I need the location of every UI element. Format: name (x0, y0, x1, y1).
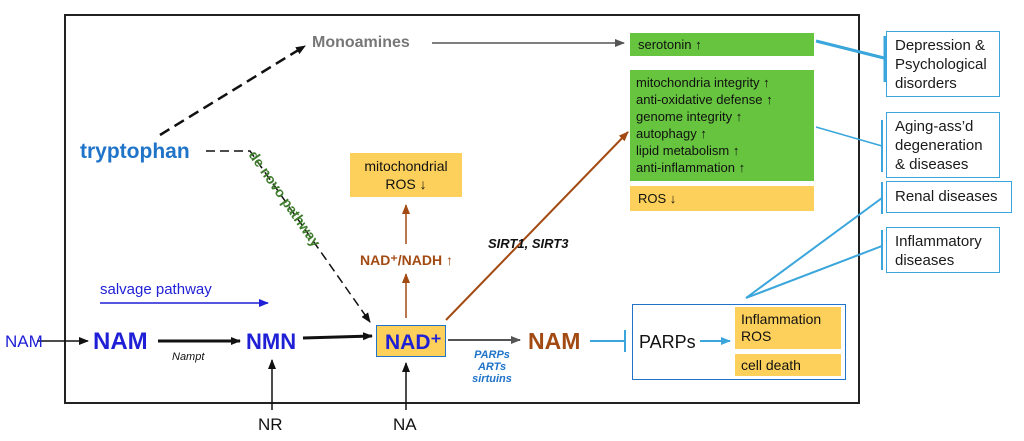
mitochondrial-ros-box: mitochondrial ROS ↓ (350, 153, 462, 197)
ros-down-box: ROS ↓ (630, 186, 814, 211)
effect-item: anti-oxidative defense ↑ (636, 92, 773, 107)
effect-item: autophagy ↑ (636, 126, 707, 141)
nam-label: NAM (93, 328, 148, 355)
arrow-nad-sirt-effects (445, 131, 629, 321)
salvage-pathway-label: salvage pathway (100, 281, 212, 298)
depression-disease-box: Depression & Psychological disorders (886, 31, 1000, 97)
nmn-label: NMN (246, 329, 297, 354)
inflammation-box: Inflammation ROS (735, 307, 841, 349)
parps-arts-sirtuins-label: PARPs ARTs sirtuins (472, 349, 512, 385)
parps-label: PARPs (639, 332, 696, 352)
link-inflammation-renal (745, 197, 883, 299)
renal-disease-box: Renal diseases (886, 181, 1012, 213)
nampt-label: Nampt (172, 351, 205, 363)
nad-nadh-label: NAD⁺/NADH ↑ (360, 252, 453, 268)
sirt-effects-box: mitochondria integrity ↑ anti-oxidative … (630, 70, 814, 181)
effect-item: anti-inflammation ↑ (636, 160, 746, 175)
nad-node: NAD⁺ (376, 325, 446, 357)
cell-death-box: cell death (735, 354, 841, 376)
monoamines-label: Monoamines (312, 34, 410, 51)
link-effects-aging (815, 126, 883, 147)
effect-item: genome integrity ↑ (636, 109, 743, 124)
effect-item: mitochondria integrity ↑ (636, 75, 770, 90)
link-serotonin-depression (815, 39, 885, 60)
aging-disease-box: Aging-ass’d degeneration & diseases (886, 112, 1000, 178)
sirt-label: SIRT1, SIRT3 (488, 236, 569, 251)
link-inflammation-inflammatory (745, 245, 883, 299)
arrow-tryptophan-monoamines (159, 44, 306, 137)
nam-input-label: NAM (5, 332, 43, 351)
arrow-de-novo-pathway (206, 150, 371, 323)
diagram-frame (64, 14, 860, 404)
nr-label: NR (258, 415, 283, 434)
tryptophan-label: tryptophan (80, 140, 190, 163)
nam-product-label: NAM (528, 328, 581, 354)
arrow-nmn-nad (302, 332, 373, 341)
effect-item: lipid metabolism ↑ (636, 143, 740, 158)
na-label: NA (393, 415, 417, 434)
parps-container: PARPs Inflammation ROS cell death (632, 304, 846, 380)
serotonin-box: serotonin ↑ (630, 33, 814, 56)
nad-label: NAD⁺ (385, 331, 442, 354)
inflammatory-disease-box: Inflammatory diseases (886, 227, 1000, 273)
